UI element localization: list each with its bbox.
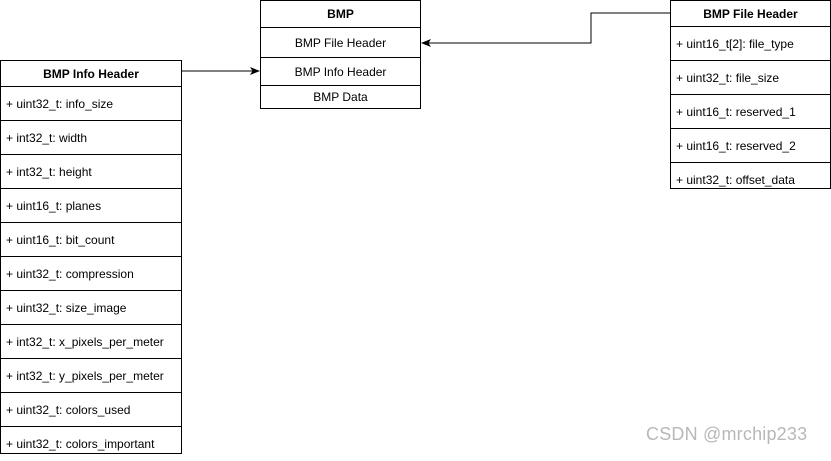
info-header-field: + int32_t: height xyxy=(1,155,181,189)
bmp-info-header-title: BMP Info Header xyxy=(1,61,181,87)
info-header-field: + int32_t: y_pixels_per_meter xyxy=(1,359,181,393)
watermark: CSDN @mrchip233 xyxy=(646,424,808,444)
info-header-field: + int32_t: x_pixels_per_meter xyxy=(1,325,181,359)
info-header-field: + uint32_t: info_size xyxy=(1,87,181,121)
info-header-field: + uint32_t: compression xyxy=(1,257,181,291)
info-header-field: + uint32_t: colors_important xyxy=(6,437,155,451)
bmp-row-file-header: BMP File Header xyxy=(261,28,420,58)
bmp-class[interactable]: BMP BMP File Header BMP Info Header BMP … xyxy=(260,0,421,109)
info-header-field: + uint32_t: colors_used xyxy=(1,393,181,427)
file-header-field: + uint32_t: file_size xyxy=(671,61,830,95)
file-header-field: + uint16_t: reserved_1 xyxy=(671,95,830,129)
info-header-field: + uint32_t: size_image xyxy=(1,291,181,325)
info-header-field: + int32_t: width xyxy=(1,121,181,155)
bmp-row-info-header: BMP Info Header xyxy=(261,58,420,86)
bmp-file-header-class[interactable]: BMP File Header + uint16_t[2]: file_type… xyxy=(670,0,831,189)
file-header-field: + uint32_t: offset_data xyxy=(676,173,795,187)
file-header-field: + uint16_t[2]: file_type xyxy=(671,27,830,61)
info-header-field: + uint16_t: bit_count xyxy=(1,223,181,257)
file-header-field: + uint16_t: reserved_2 xyxy=(671,129,830,163)
file-header-to-bmp-arrow xyxy=(421,12,670,47)
info-header-field: + uint16_t: planes xyxy=(1,189,181,223)
bmp-info-header-class[interactable]: BMP Info Header + uint32_t: info_size + … xyxy=(0,60,182,454)
bmp-title: BMP xyxy=(261,1,420,28)
bmp-row-data: BMP Data xyxy=(313,90,368,104)
bmp-file-header-title: BMP File Header xyxy=(671,1,830,27)
